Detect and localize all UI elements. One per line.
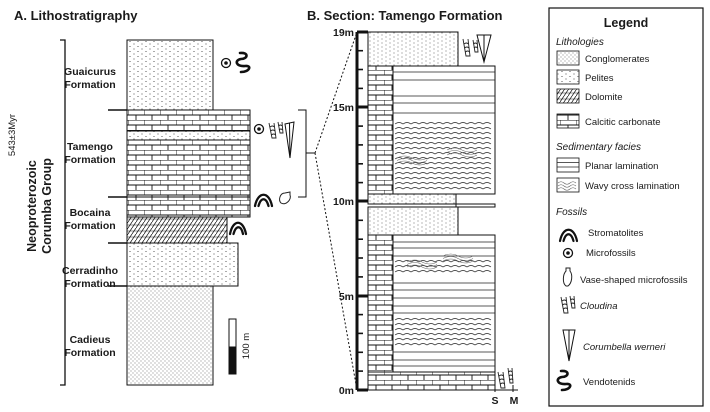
- bocaina-dolomite: [126, 216, 228, 244]
- legend-pelites: Pelites: [585, 73, 614, 84]
- cloudina-icon: [560, 295, 576, 314]
- upper-carbonate-strip: [367, 65, 394, 195]
- legend-fossils-heading: Fossils: [556, 207, 587, 218]
- zoom-connector: [298, 31, 358, 391]
- vendotenid-icon: [235, 51, 251, 74]
- thin-bed: [455, 203, 496, 208]
- lower-carbonate-strip: [367, 234, 394, 391]
- lithostratigraphic-column: [126, 39, 251, 386]
- legend-vase-shaped-microfossils: Vase-shaped microfossils: [580, 275, 688, 286]
- legend-cloudina: Cloudina: [580, 301, 618, 312]
- corumbella-icon: [284, 121, 295, 159]
- formation-bocaina-line2: Formation: [64, 220, 115, 232]
- formation-bocaina-line1: Bocaina: [70, 207, 111, 219]
- legend-lithologies-heading: Lithologies: [556, 37, 604, 48]
- legend-facies-heading: Sedimentary facies: [556, 142, 641, 153]
- group-bracket: [60, 39, 66, 386]
- legend-microfossils: Microfossils: [586, 248, 636, 259]
- legend-vendotenids: Vendotenids: [583, 377, 636, 388]
- formation-tamengo-line2: Formation: [64, 154, 115, 166]
- laminations: [393, 71, 495, 367]
- vase-microfossil-icon: [279, 191, 291, 205]
- cloudina-icon: [497, 367, 514, 389]
- bocaina-carbonate: [126, 196, 251, 218]
- vase-microfossil-icon: [562, 267, 573, 287]
- cerradinho-pelites: [126, 242, 239, 287]
- swatch-calcitic-carbonate: [556, 113, 580, 129]
- section-column: [367, 31, 496, 391]
- group-label-line2: Corumba Group: [40, 158, 54, 254]
- stromatolite-icon: [253, 193, 274, 208]
- y-tick-19m: 19m: [333, 27, 354, 39]
- scale-bar-label: 100 m: [241, 333, 252, 359]
- legend-conglomerates: Conglomerates: [585, 54, 650, 65]
- x-label-s: S: [491, 395, 498, 407]
- vendotenid-icon: [556, 369, 572, 392]
- legend-wavy-cross-lamination: Wavy cross lamination: [585, 181, 680, 192]
- stromatolite-icon: [228, 221, 248, 236]
- cross-lamination-lens: [396, 155, 428, 166]
- cross-lamination-lens: [406, 259, 438, 270]
- formation-labels: Guaicurus Formation Tamengo Formation Bo…: [62, 66, 118, 359]
- tamengo-carbonate-upper: [126, 109, 251, 132]
- basal-carbonate: [367, 371, 496, 391]
- upper-laminated-interval: [392, 65, 496, 195]
- microfossil-icon: [220, 57, 232, 69]
- age-label: 543±3Myr: [7, 114, 18, 156]
- legend-stromatolites: Stromatolites: [588, 228, 644, 239]
- section-fossils: [462, 34, 514, 389]
- guaicurus-pelites: [126, 39, 214, 111]
- cross-lamination-lens: [446, 147, 478, 158]
- tamengo-carbonate-lower: [126, 139, 251, 198]
- legend-dolomite: Dolomite: [585, 92, 623, 103]
- y-tick-15m: 15m: [333, 102, 354, 114]
- tamengo-pelite-bed: [126, 130, 251, 141]
- cloudina-icon: [462, 38, 479, 57]
- cross-lamination-lens: [442, 253, 474, 264]
- panel-b-title: B. Section: Tamengo Formation: [307, 8, 503, 23]
- formation-cadieus-line2: Formation: [64, 347, 115, 359]
- formation-cerradinho-line2: Formation: [64, 278, 115, 290]
- formation-boundaries: [108, 109, 127, 287]
- formation-cadieus-line1: Cadieus: [70, 334, 111, 346]
- microfossil-icon: [562, 247, 574, 259]
- y-tick-10m: 10m: [333, 196, 354, 208]
- legend-title: Legend: [604, 16, 648, 30]
- legend-calcitic-carbonate: Calcitic carbonate: [585, 117, 661, 128]
- scale-bar: 100 m: [228, 318, 252, 375]
- stromatolite-icon: [558, 228, 579, 243]
- legend-corumbella-werneri: Corumbella werneri: [583, 342, 666, 353]
- formation-guaicurus-line2: Formation: [64, 79, 115, 91]
- y-tick-0m: 0m: [339, 385, 354, 397]
- legend-planar-lamination: Planar lamination: [585, 161, 658, 172]
- section-axis: [355, 30, 368, 392]
- group-label: Neoproterozoic Corumba Group: [25, 158, 54, 254]
- swatch-pelites: [556, 69, 580, 85]
- panel-a-title: A. Lithostratigraphy: [14, 8, 138, 23]
- top-pelite-unit: [367, 31, 459, 67]
- middle-pelite-bed-b: [367, 206, 459, 236]
- section-minor-ticks: [357, 49, 363, 372]
- group-label-line1: Neoproterozoic: [25, 160, 39, 252]
- formation-tamengo-line1: Tamengo: [67, 141, 113, 153]
- middle-pelite-bed-a: [367, 193, 457, 205]
- cloudina-icon: [268, 121, 284, 139]
- y-tick-5m: 5m: [339, 291, 354, 303]
- formation-cerradinho-line1: Cerradinho: [62, 265, 118, 277]
- corumbella-icon: [562, 329, 576, 362]
- formation-guaicurus-line1: Guaicurus: [64, 66, 116, 78]
- legend: Legend Lithologies Conglomerates Pelites…: [548, 7, 704, 407]
- section-x-axis: S M: [368, 385, 519, 407]
- swatch-conglomerates: [556, 50, 580, 66]
- microfossil-icon: [253, 123, 265, 135]
- y-tick-labels: 0m 5m 10m 15m 19m: [333, 27, 354, 397]
- x-label-m: M: [510, 395, 519, 407]
- swatch-planar-lamination: [556, 157, 580, 173]
- corumbella-icon: [476, 34, 492, 64]
- swatch-dolomite: [556, 88, 580, 104]
- cadieus-conglomerates: [126, 285, 214, 386]
